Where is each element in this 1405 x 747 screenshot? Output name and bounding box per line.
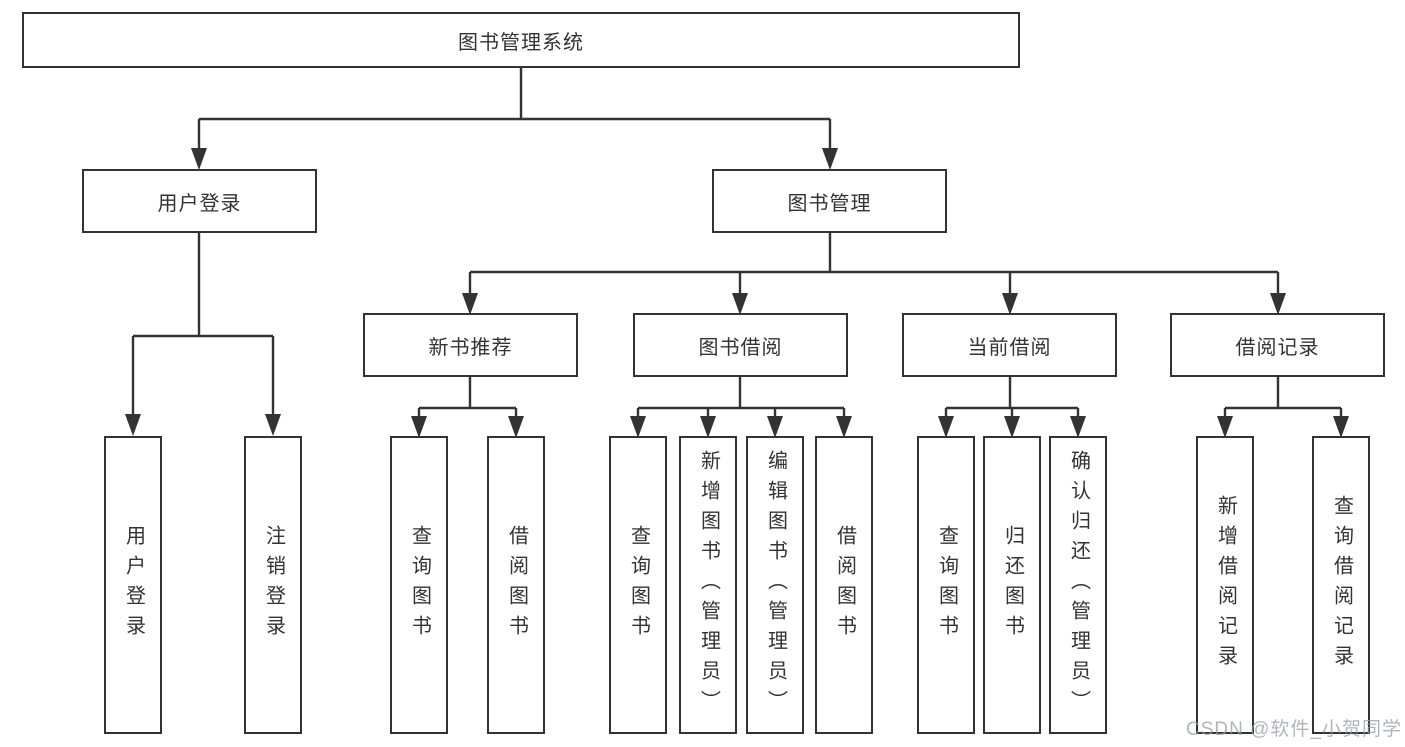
node-root: 图书管理系统 bbox=[22, 12, 1020, 68]
leaf-label: 归还图书 bbox=[1001, 525, 1024, 645]
leaf-borrow-edit-books-admin: 编辑图书（管理员） bbox=[746, 436, 804, 734]
leaf-current-return-books: 归还图书 bbox=[983, 436, 1041, 734]
node-user-login: 用户登录 bbox=[82, 169, 317, 233]
node-book-management: 图书管理 bbox=[712, 169, 947, 233]
leaf-current-confirm-return-admin: 确认归还（管理员） bbox=[1049, 436, 1107, 734]
node-book-management-label: 图书管理 bbox=[787, 192, 872, 215]
arrowheads bbox=[125, 148, 1349, 438]
connector-userlogin-to-leaves bbox=[131, 233, 275, 416]
leaf-newbooks-borrow-books: 借阅图书 bbox=[487, 436, 545, 734]
leaf-label: 用户登录 bbox=[122, 525, 145, 645]
leaf-label: 借阅图书 bbox=[833, 525, 856, 645]
node-user-login-label: 用户登录 bbox=[157, 192, 242, 215]
node-book-borrow-label: 图书借阅 bbox=[698, 336, 783, 359]
leaf-borrow-query-books: 查询图书 bbox=[609, 436, 667, 734]
node-current-borrow: 当前借阅 bbox=[902, 313, 1117, 377]
leaf-label: 新增图书（管理员） bbox=[697, 450, 720, 720]
connector-current-to-leaves bbox=[944, 377, 1080, 417]
leaf-label: 查询图书 bbox=[627, 525, 650, 645]
leaf-logout: 注销登录 bbox=[244, 436, 302, 734]
node-new-book-recommend-label: 新书推荐 bbox=[428, 336, 513, 359]
leaf-borrow-add-books-admin: 新增图书（管理员） bbox=[679, 436, 737, 734]
leaf-label: 确认归还（管理员） bbox=[1067, 450, 1090, 720]
connector-records-to-leaves bbox=[1223, 377, 1343, 417]
connector-root-to-level2 bbox=[197, 68, 832, 150]
leaf-records-query-record: 查询借阅记录 bbox=[1312, 436, 1370, 734]
leaf-label: 借阅图书 bbox=[505, 525, 528, 645]
connector-borrow-to-leaves bbox=[636, 377, 846, 417]
leaf-label: 查询图书 bbox=[935, 525, 958, 645]
leaf-records-add-record: 新增借阅记录 bbox=[1196, 436, 1254, 734]
leaf-label: 查询借阅记录 bbox=[1330, 495, 1353, 675]
leaf-user-login: 用户登录 bbox=[104, 436, 162, 734]
leaf-borrow-borrow-books: 借阅图书 bbox=[815, 436, 873, 734]
connector-newbooks-to-leaves bbox=[417, 377, 518, 417]
connector-bookmgmt-to-level3 bbox=[468, 233, 1280, 294]
node-new-book-recommend: 新书推荐 bbox=[363, 313, 578, 377]
leaf-label: 查询图书 bbox=[408, 525, 431, 645]
node-root-label: 图书管理系统 bbox=[458, 31, 584, 54]
leaf-current-query-books: 查询图书 bbox=[917, 436, 975, 734]
node-borrow-records: 借阅记录 bbox=[1170, 313, 1385, 377]
leaf-label: 注销登录 bbox=[262, 525, 285, 645]
csdn-watermark: CSDN @软件_小贺同学 bbox=[1186, 719, 1402, 740]
node-current-borrow-label: 当前借阅 bbox=[967, 336, 1052, 359]
leaf-label: 新增借阅记录 bbox=[1214, 495, 1237, 675]
node-borrow-records-label: 借阅记录 bbox=[1235, 336, 1320, 359]
node-book-borrow: 图书借阅 bbox=[633, 313, 848, 377]
leaf-newbooks-query-books: 查询图书 bbox=[390, 436, 448, 734]
leaf-label: 编辑图书（管理员） bbox=[764, 450, 787, 720]
